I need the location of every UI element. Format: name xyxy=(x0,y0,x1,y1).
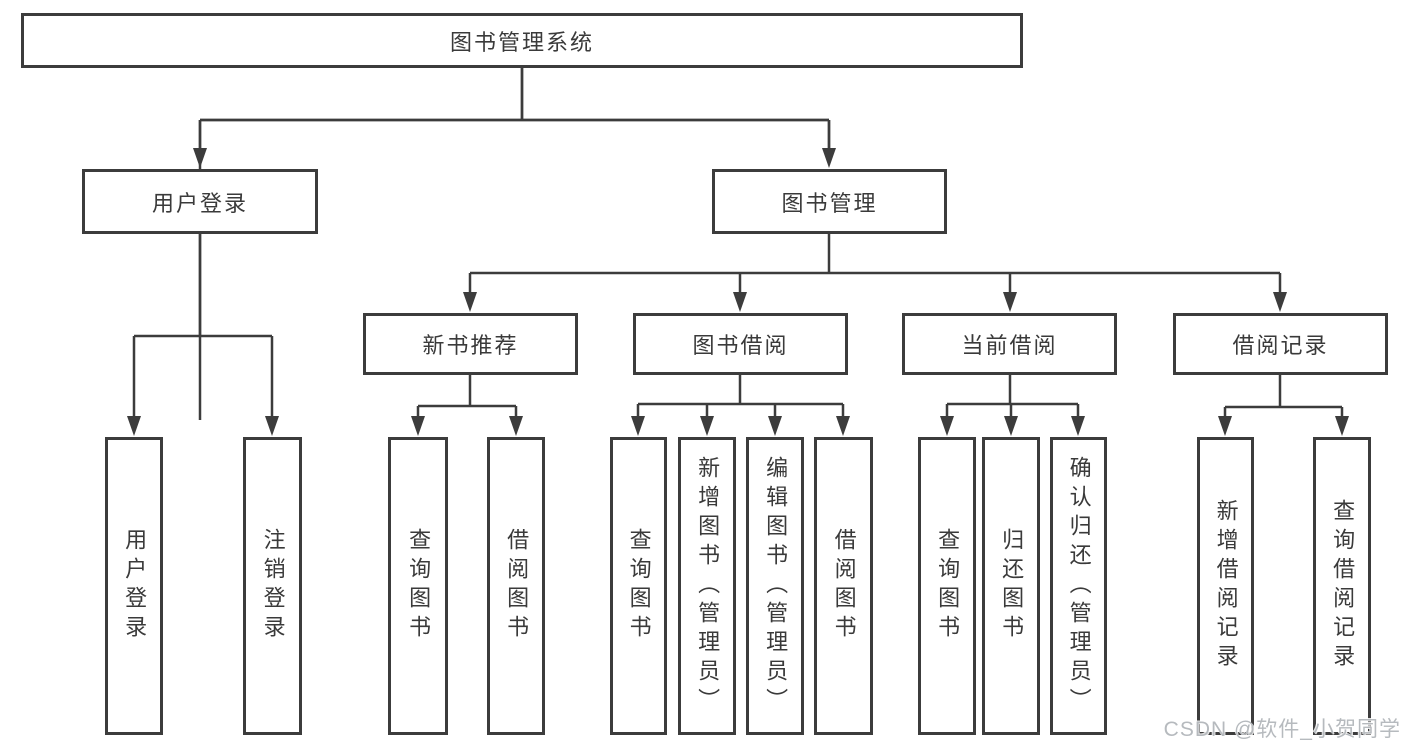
leaf-user-login-label: 用户登录 xyxy=(122,528,148,644)
connector-borrowrecords xyxy=(1225,375,1342,409)
node-root: 图书管理系统 xyxy=(21,13,1023,68)
node-new-book-recommend: 新书推荐 xyxy=(363,313,578,375)
node-book-borrow-label: 图书借阅 xyxy=(692,333,789,358)
connector-bookborrow xyxy=(638,375,843,406)
leaf-borrow-book-recommend: 借阅图书 xyxy=(487,437,545,735)
connector-bookmgmt xyxy=(470,234,1280,275)
node-current-borrow: 当前借阅 xyxy=(902,313,1117,375)
leaf-query-book-recommend: 查询图书 xyxy=(388,437,448,735)
connector-userlogin xyxy=(134,234,272,338)
leaf-query-book-current: 查询图书 xyxy=(918,437,976,735)
connector-userlogin-arrows xyxy=(132,336,274,420)
connector-newbookrec-arrows xyxy=(416,406,518,420)
node-borrow-records-label: 借阅记录 xyxy=(1232,333,1329,358)
leaf-confirm-return-admin-label: 确认归还（管理员） xyxy=(1066,455,1092,717)
node-new-book-recommend-label: 新书推荐 xyxy=(422,333,519,358)
leaf-logout: 注销登录 xyxy=(243,437,302,735)
node-book-borrow: 图书借阅 xyxy=(633,313,848,375)
leaf-query-book-recommend-label: 查询图书 xyxy=(406,528,432,644)
leaf-add-borrow-record: 新增借阅记录 xyxy=(1197,437,1254,735)
leaf-borrow-book-label: 借阅图书 xyxy=(831,528,857,644)
node-current-borrow-label: 当前借阅 xyxy=(961,333,1058,358)
leaf-add-borrow-record-label: 新增借阅记录 xyxy=(1213,499,1239,673)
leaf-return-book: 归还图书 xyxy=(982,437,1040,735)
arrowheads xyxy=(127,148,1349,436)
leaf-return-book-label: 归还图书 xyxy=(999,528,1025,644)
leaf-logout-label: 注销登录 xyxy=(260,528,286,644)
node-book-management-label: 图书管理 xyxy=(781,190,878,216)
node-borrow-records: 借阅记录 xyxy=(1173,313,1388,375)
leaf-query-borrow-record: 查询借阅记录 xyxy=(1313,437,1371,735)
leaf-add-book-admin: 新增图书（管理员） xyxy=(678,437,736,735)
leaf-query-book-borrow-label: 查询图书 xyxy=(626,528,652,644)
leaf-query-book-borrow: 查询图书 xyxy=(610,437,667,735)
leaf-add-book-admin-label: 新增图书（管理员） xyxy=(695,455,721,717)
connector-root-arrows xyxy=(198,120,831,152)
leaf-edit-book-admin-label: 编辑图书（管理员） xyxy=(763,455,789,717)
node-book-management: 图书管理 xyxy=(712,169,947,234)
leaf-borrow-book-recommend-label: 借阅图书 xyxy=(504,528,530,644)
connector-newbookrec xyxy=(418,375,516,408)
leaf-borrow-book: 借阅图书 xyxy=(814,437,873,735)
connector-borrowrecords-arrows xyxy=(1223,407,1344,420)
connector-bookborrow-arrows xyxy=(636,404,845,420)
leaf-user-login: 用户登录 xyxy=(105,437,163,735)
leaf-query-book-current-label: 查询图书 xyxy=(935,528,961,644)
leaf-edit-book-admin: 编辑图书（管理员） xyxy=(746,437,804,735)
csdn-watermark: CSDN @软件_小贺同学 xyxy=(1163,718,1401,741)
node-root-label: 图书管理系统 xyxy=(449,29,594,55)
leaf-query-borrow-record-label: 查询借阅记录 xyxy=(1330,499,1356,673)
connector-bookmgmt-arrows xyxy=(468,273,1282,296)
node-user-login: 用户登录 xyxy=(82,169,318,234)
leaf-confirm-return-admin: 确认归还（管理员） xyxy=(1050,437,1107,735)
connector-root xyxy=(200,68,829,122)
connector-currentborrow xyxy=(947,375,1078,406)
node-user-login-label: 用户登录 xyxy=(151,190,248,216)
